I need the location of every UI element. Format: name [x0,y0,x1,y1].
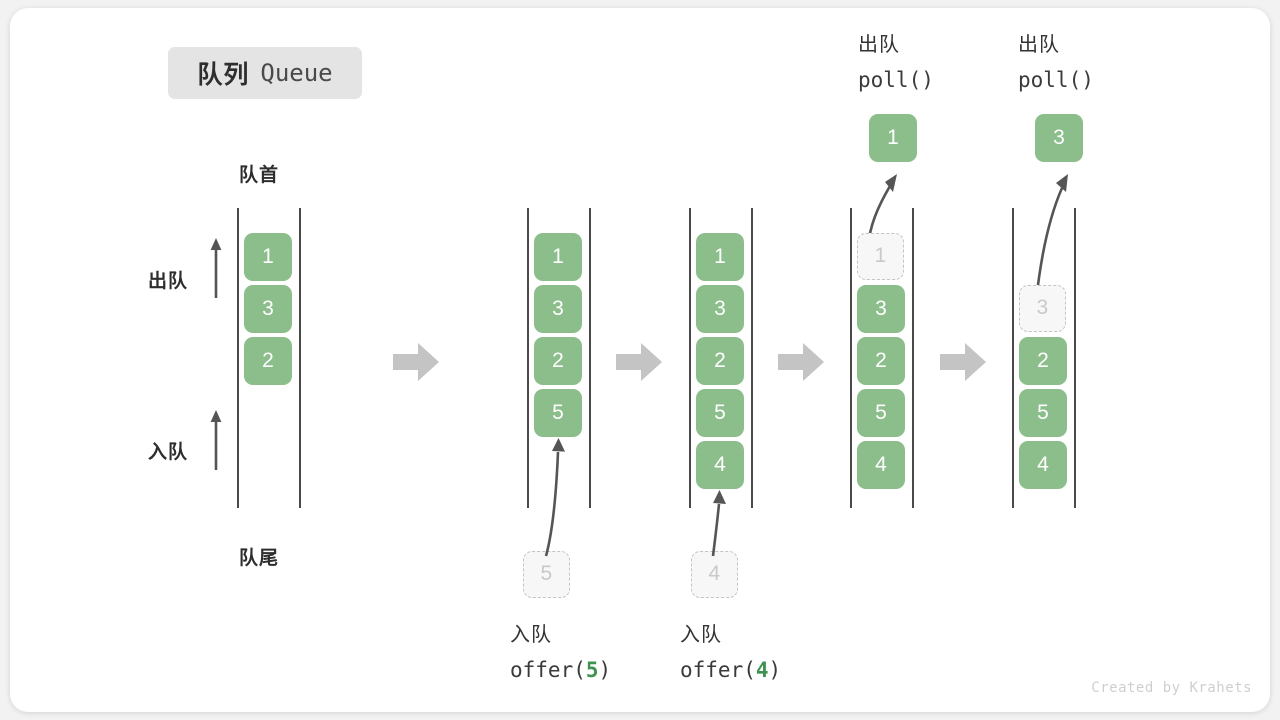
queue-cell: 5 [857,389,905,437]
dequeue-motion-arrow-icon [1034,174,1068,303]
operation-label-offer-5: 入队 offer(5) [510,618,611,688]
queue-cell: 1 [696,233,744,281]
rail-right [589,208,591,508]
diagram-title-badge: 队列 Queue [168,47,362,99]
queue-cell: 2 [857,337,905,385]
queue-cell: 3 [534,285,582,333]
step-arrow-icon [778,343,824,381]
queue-cell: 5 [696,389,744,437]
step-arrow-icon [616,343,662,381]
label-rear: 队尾 [239,548,280,569]
watermark: Created by Krahets [1091,680,1252,696]
operation-cn: 入队 [680,624,722,646]
queue-cell: 1 [534,233,582,281]
queue-cell-ghost: 1 [857,233,904,280]
operation-label-poll-3: 出队 poll() [1018,28,1094,98]
rail-left [527,208,529,508]
incoming-element-ghost: 5 [523,551,570,598]
enqueue-motion-arrow-icon [544,438,565,557]
dequeued-element: 1 [869,114,917,162]
queue-cell: 2 [534,337,582,385]
title-cn: 队列 [197,61,250,89]
queue-cell-ghost: 3 [1019,285,1066,332]
dequeue-direction-arrow-icon [210,238,222,298]
operation-code: poll() [1018,68,1094,92]
operation-label-offer-4: 入队 offer(4) [680,618,781,688]
queue-cell-new: 4 [696,441,744,489]
rail-left [1012,208,1014,508]
step-arrow-icon [940,343,986,381]
enqueue-motion-arrow-icon [711,490,726,557]
queue-cell: 1 [244,233,292,281]
dequeued-element: 3 [1035,114,1083,162]
operation-cn: 出队 [858,34,900,56]
operation-cn: 入队 [510,624,552,646]
rail-right [299,208,301,508]
queue-cell: 2 [1019,337,1067,385]
rail-right [1074,208,1076,508]
rail-left [237,208,239,508]
enqueue-direction-arrow-icon [210,410,222,470]
rail-right [912,208,914,508]
queue-cell: 3 [244,285,292,333]
operation-cn: 出队 [1018,34,1060,56]
queue-cell-new: 5 [534,389,582,437]
operation-code: offer(4) [680,658,782,682]
operation-code: poll() [858,68,934,92]
label-enqueue-direction: 入队 [148,442,189,463]
queue-cell: 3 [696,285,744,333]
title-en: Queue [260,59,333,87]
label-dequeue-direction: 出队 [148,271,189,292]
rail-right [751,208,753,508]
queue-cell: 4 [857,441,905,489]
rail-left [850,208,852,508]
queue-cell: 5 [1019,389,1067,437]
step-arrow-icon [393,343,439,381]
queue-cell: 2 [696,337,744,385]
rail-left [689,208,691,508]
operation-label-poll-1: 出队 poll() [858,28,934,98]
operation-code: offer(5) [510,658,612,682]
queue-cell: 2 [244,337,292,385]
queue-cell: 3 [857,285,905,333]
label-front: 队首 [239,165,280,186]
queue-cell: 4 [1019,441,1067,489]
